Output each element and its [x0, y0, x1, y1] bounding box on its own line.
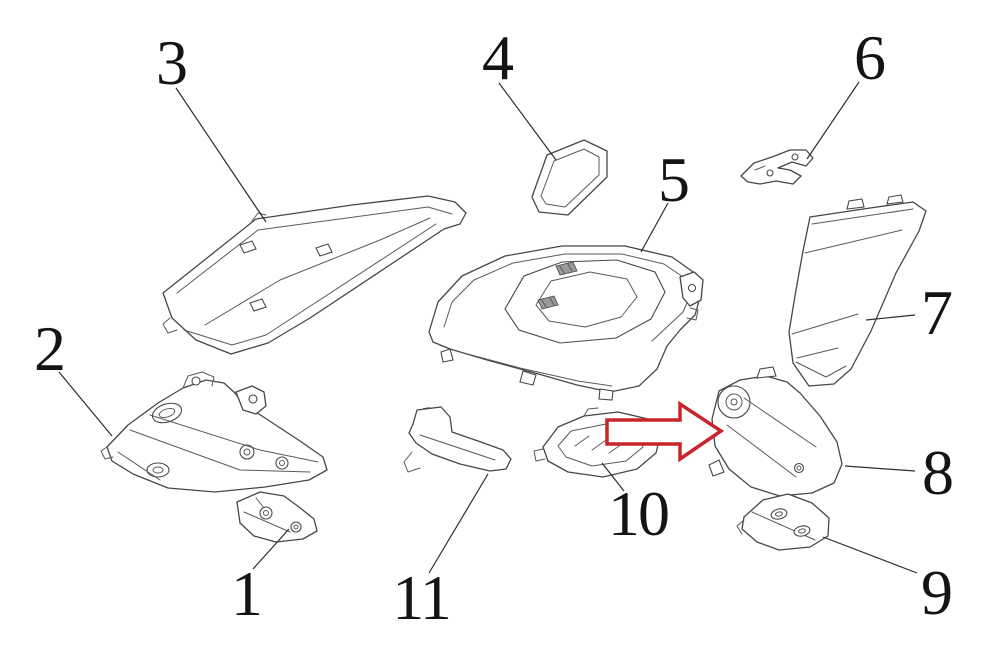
callout-label-6: 6 [854, 22, 886, 93]
callout-label-11: 11 [392, 562, 452, 633]
leader-line-5 [640, 202, 669, 253]
part-9-drawing [736, 493, 830, 551]
part-8-flange [717, 385, 751, 419]
part-3-drawing [162, 195, 467, 355]
part-4-drawing [531, 139, 608, 216]
callout-label-7: 7 [921, 277, 953, 348]
leader-line-3 [175, 87, 267, 223]
direction-arrow [605, 400, 725, 463]
part-8-drawing [708, 366, 843, 497]
callout-label-9: 9 [921, 557, 953, 628]
leader-line-11 [428, 473, 489, 574]
leader-line-10 [601, 462, 625, 492]
callout-label-1: 1 [231, 558, 263, 629]
part-11-drawing [403, 406, 512, 473]
part-7-drawing [788, 194, 927, 387]
leader-line-7 [865, 314, 916, 321]
leader-line-2 [58, 371, 113, 437]
leader-line-9 [822, 536, 918, 574]
callout-label-3: 3 [156, 27, 188, 98]
callout-label-2: 2 [34, 313, 66, 384]
leader-line-1 [252, 528, 290, 570]
part-2-drawing [100, 371, 328, 493]
leader-lines [58, 81, 918, 574]
callout-label-4: 4 [482, 22, 514, 93]
leader-line-4 [498, 82, 557, 161]
part-5-drawing [428, 245, 704, 401]
callout-label-5: 5 [658, 144, 690, 215]
part-1-drawing [236, 491, 318, 543]
callout-label-10: 10 [608, 478, 670, 549]
callout-label-8: 8 [922, 437, 954, 508]
leader-line-8 [844, 465, 916, 472]
leader-line-6 [806, 81, 860, 160]
part-6-drawing [740, 149, 814, 185]
